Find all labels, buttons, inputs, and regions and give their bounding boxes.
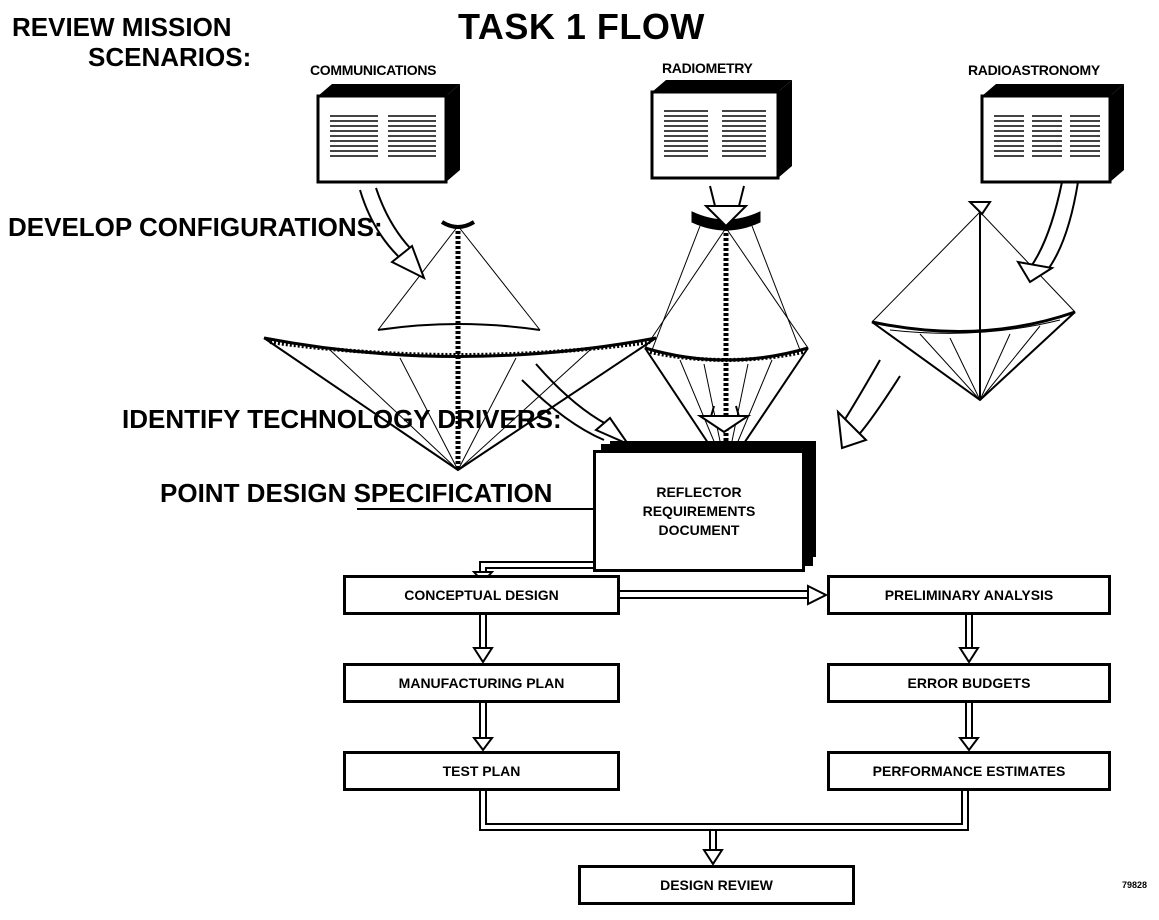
scenarios-label: SCENARIOS: <box>88 42 252 72</box>
error-budgets-box: ERROR BUDGETS <box>827 663 1111 703</box>
review-mission-label: REVIEW MISSION <box>12 12 232 42</box>
test-plan-box: TEST PLAN <box>343 751 620 791</box>
flow-connectors <box>471 561 980 866</box>
performance-estimates-label: PERFORMANCE ESTIMATES <box>872 763 1066 779</box>
conceptual-design-box: CONCEPTUAL DESIGN <box>343 575 620 615</box>
radioastronomy-antenna-icon <box>871 201 1076 402</box>
scenario-label-radioastronomy: RADIOASTRONOMY <box>968 62 1100 78</box>
radioastronomy-document-icon <box>980 84 1124 184</box>
preliminary-analysis-label: PRELIMINARY ANALYSIS <box>884 587 1054 603</box>
document-line-1: REFLECTOR <box>656 483 742 500</box>
identify-technology-drivers-label: IDENTIFY TECHNOLOGY DRIVERS: <box>122 404 562 434</box>
develop-configurations-label: DEVELOP CONFIGURATIONS: <box>8 212 383 242</box>
document-line-3: DOCUMENT <box>658 521 740 538</box>
page-title: TASK 1 FLOW <box>458 6 705 47</box>
scenario-label-radiometry: RADIOMETRY <box>662 60 753 76</box>
performance-estimates-box: PERFORMANCE ESTIMATES <box>827 751 1111 791</box>
communications-antenna-icon <box>263 220 657 472</box>
radiometry-document-icon <box>650 80 792 180</box>
communications-document-icon <box>316 84 460 184</box>
conceptual-design-label: CONCEPTUAL DESIGN <box>404 587 559 603</box>
scenario-label-communications: COMMUNICATIONS <box>310 62 437 78</box>
manufacturing-plan-box: MANUFACTURING PLAN <box>343 663 620 703</box>
design-review-box: DESIGN REVIEW <box>578 865 855 905</box>
design-review-label: DESIGN REVIEW <box>660 877 773 893</box>
error-budgets-label: ERROR BUDGETS <box>907 675 1031 691</box>
preliminary-analysis-box: PRELIMINARY ANALYSIS <box>827 575 1111 615</box>
document-line-2: REQUIREMENTS <box>642 502 756 519</box>
reflector-requirements-document: REFLECTOR REQUIREMENTS DOCUMENT <box>593 450 805 572</box>
config-to-document-arrows <box>521 359 901 450</box>
figure-number: 79828 <box>1122 880 1148 890</box>
manufacturing-plan-label: MANUFACTURING PLAN <box>398 675 565 691</box>
point-design-specification-label: POINT DESIGN SPECIFICATION <box>160 478 553 508</box>
test-plan-label: TEST PLAN <box>442 763 521 779</box>
scenario-to-config-arrows <box>359 181 1079 284</box>
